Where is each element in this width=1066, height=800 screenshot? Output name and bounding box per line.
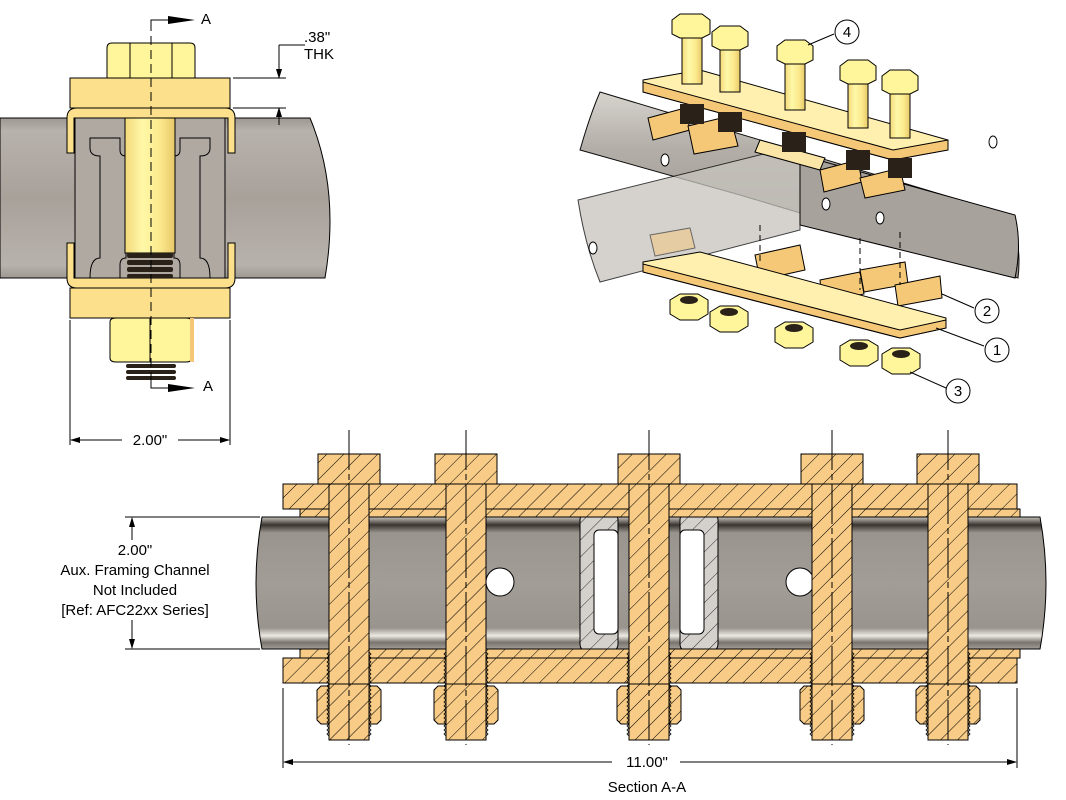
section-bolt — [915, 430, 981, 745]
section-marker-top: A — [150, 11, 211, 28]
height-dim-value: 2.00" — [118, 542, 153, 559]
section-bolt — [316, 430, 382, 745]
bolt-threads — [127, 253, 173, 278]
iso-channel-right-face — [799, 154, 1019, 279]
iso-bolt — [881, 69, 919, 178]
iso-clips-bottom — [649, 227, 943, 307]
section-view: 2.00" Aux. Framing Channel Not Included … — [60, 430, 1047, 796]
aux-channel-section — [579, 511, 719, 653]
note-line-3: [Ref: AFC22xx Series] — [61, 602, 209, 619]
width-dim-value: 2.00" — [133, 432, 168, 449]
channel-lip-left — [89, 137, 127, 279]
channel-hole — [485, 567, 515, 597]
svg-text:3: 3 — [954, 383, 962, 400]
balloon-3: 3 — [909, 371, 971, 404]
section-title: Section A-A — [608, 779, 686, 796]
section-bolt — [433, 430, 499, 745]
thickness-dim-value: .38" — [304, 29, 330, 46]
iso-nuts — [669, 293, 921, 375]
iso-bolt — [671, 13, 711, 124]
iso-bolt — [711, 25, 749, 132]
section-bolt — [616, 430, 682, 745]
iso-nut — [669, 293, 709, 321]
side-view: A A .38" THK 2.00" — [0, 11, 334, 449]
section-marker-bottom-label: A — [203, 378, 213, 395]
thickness-dimension: .38" THK — [233, 29, 334, 125]
iso-bolt — [776, 39, 814, 152]
iso-nut — [774, 321, 814, 349]
svg-text:4: 4 — [843, 24, 851, 41]
iso-bolts — [671, 13, 919, 178]
svg-text:2: 2 — [983, 303, 991, 320]
thickness-dim-suffix: THK — [304, 46, 334, 63]
iso-hidden-lines — [759, 225, 901, 290]
channel-lip-right — [173, 137, 211, 279]
balloon-1: 1 — [935, 327, 1010, 363]
iso-nut — [881, 347, 921, 375]
balloon-2: 2 — [941, 293, 1000, 324]
iso-channel-holes — [588, 135, 998, 255]
height-dimension: 2.00" Aux. Framing Channel Not Included … — [60, 516, 260, 650]
plate-bottom — [69, 287, 231, 319]
bolt-head — [106, 42, 196, 79]
section-marker-bottom: A — [150, 378, 213, 395]
width-dimension: 2.00" — [69, 320, 231, 449]
bolt-shank — [124, 117, 176, 254]
balloon-4: 4 — [807, 19, 860, 46]
length-dim-value: 11.00" — [626, 754, 668, 771]
iso-nut — [709, 305, 749, 333]
length-dimension: 11.00" — [282, 688, 1018, 771]
hex-nut — [109, 317, 194, 363]
section-bolts — [316, 430, 981, 745]
note-line-1: Aux. Framing Channel — [60, 562, 209, 579]
plate-top — [69, 77, 231, 109]
section-marker-top-label: A — [201, 11, 211, 28]
channel-hole — [785, 567, 815, 597]
note-line-2: Not Included — [93, 582, 177, 599]
iso-nut — [839, 339, 879, 367]
svg-text:1: 1 — [993, 342, 1001, 359]
iso-bolt — [839, 59, 877, 170]
isometric-view: 4 2 1 3 — [577, 13, 1020, 404]
section-bolt — [799, 430, 865, 745]
